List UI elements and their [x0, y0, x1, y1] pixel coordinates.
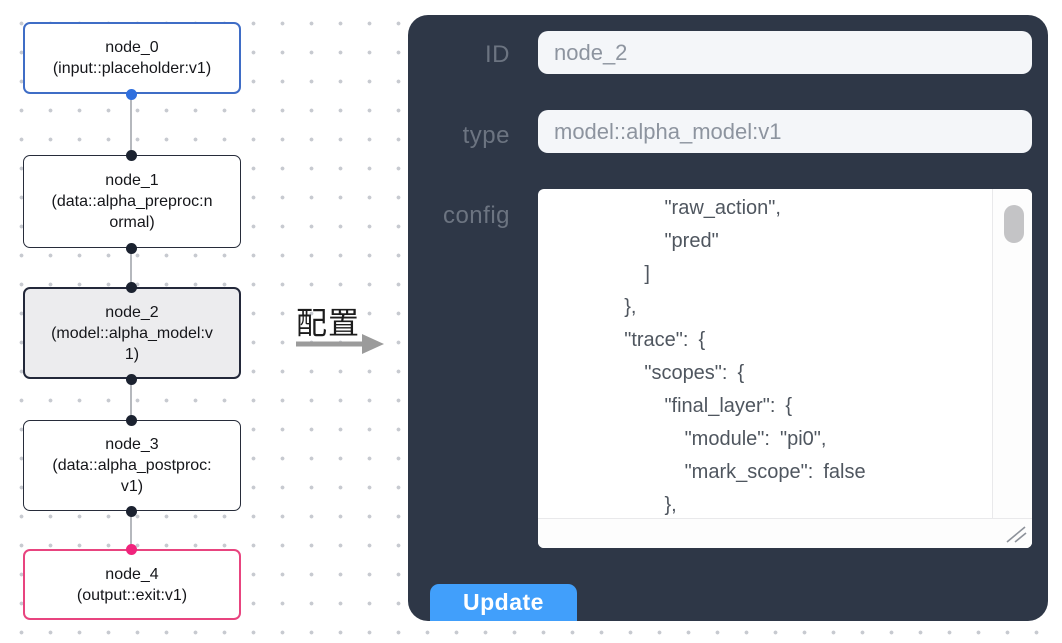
- update-button[interactable]: Update: [430, 584, 577, 621]
- node-id-label: node_4: [105, 565, 159, 583]
- node-id-label: node_3: [105, 436, 159, 453]
- flow-node-node2-selected[interactable]: node_2 (model::alpha_model:v1): [23, 287, 241, 379]
- port-node0-output[interactable]: [126, 89, 137, 100]
- port-node2-input[interactable]: [126, 282, 137, 293]
- flow-node-node4[interactable]: node_4 (output::exit:v1): [23, 549, 241, 620]
- edge-node1-node2: [130, 248, 132, 287]
- config-field-label: config: [442, 202, 510, 229]
- edge-node0-node1: [130, 94, 132, 155]
- node-type-label: (data::alpha_postproc:v1): [52, 457, 212, 495]
- edge-node3-node4: [130, 511, 132, 549]
- port-node1-input[interactable]: [126, 150, 137, 161]
- id-field-label: ID: [485, 41, 510, 68]
- resize-grip-icon[interactable]: [1005, 524, 1029, 544]
- port-node4-input[interactable]: [126, 544, 137, 555]
- node-type-label: (model::alpha_model:v1): [51, 324, 213, 363]
- config-scrollbar-corner: [538, 518, 1032, 548]
- node-config-panel: ID type config "raw_action", "pred" ] },…: [408, 15, 1048, 621]
- configure-label: 配置: [296, 306, 360, 341]
- flow-node-node1[interactable]: node_1 (data::alpha_preproc:normal): [23, 155, 241, 248]
- port-node2-output[interactable]: [126, 374, 137, 385]
- node-id-label: node_1: [105, 172, 159, 189]
- id-input[interactable]: [538, 31, 1032, 74]
- right-arrow-icon: [296, 334, 384, 354]
- edge-node2-node3: [130, 379, 132, 420]
- config-json-text: "raw_action", "pred" ] }, "trace": { "sc…: [624, 197, 866, 548]
- node-type-label: (output::exit:v1): [76, 586, 188, 604]
- node-id-label: node_2: [105, 303, 159, 321]
- node-type-label: (input::placeholder:v1): [52, 60, 212, 77]
- port-node1-output[interactable]: [126, 243, 137, 254]
- type-field-label: type: [462, 122, 510, 149]
- type-input[interactable]: [538, 110, 1032, 153]
- port-node3-output[interactable]: [126, 506, 137, 517]
- flow-node-node3[interactable]: node_3 (data::alpha_postproc:v1): [23, 420, 241, 511]
- flow-node-node0[interactable]: node_0 (input::placeholder:v1): [23, 22, 241, 94]
- config-scrollbar-track[interactable]: [992, 189, 1032, 548]
- node-type-label: (data::alpha_preproc:normal): [51, 193, 213, 231]
- node-id-label: node_0: [105, 39, 159, 56]
- config-textarea[interactable]: "raw_action", "pred" ] }, "trace": { "sc…: [538, 189, 1032, 548]
- config-scrollbar-thumb[interactable]: [1004, 205, 1024, 243]
- port-node3-input[interactable]: [126, 415, 137, 426]
